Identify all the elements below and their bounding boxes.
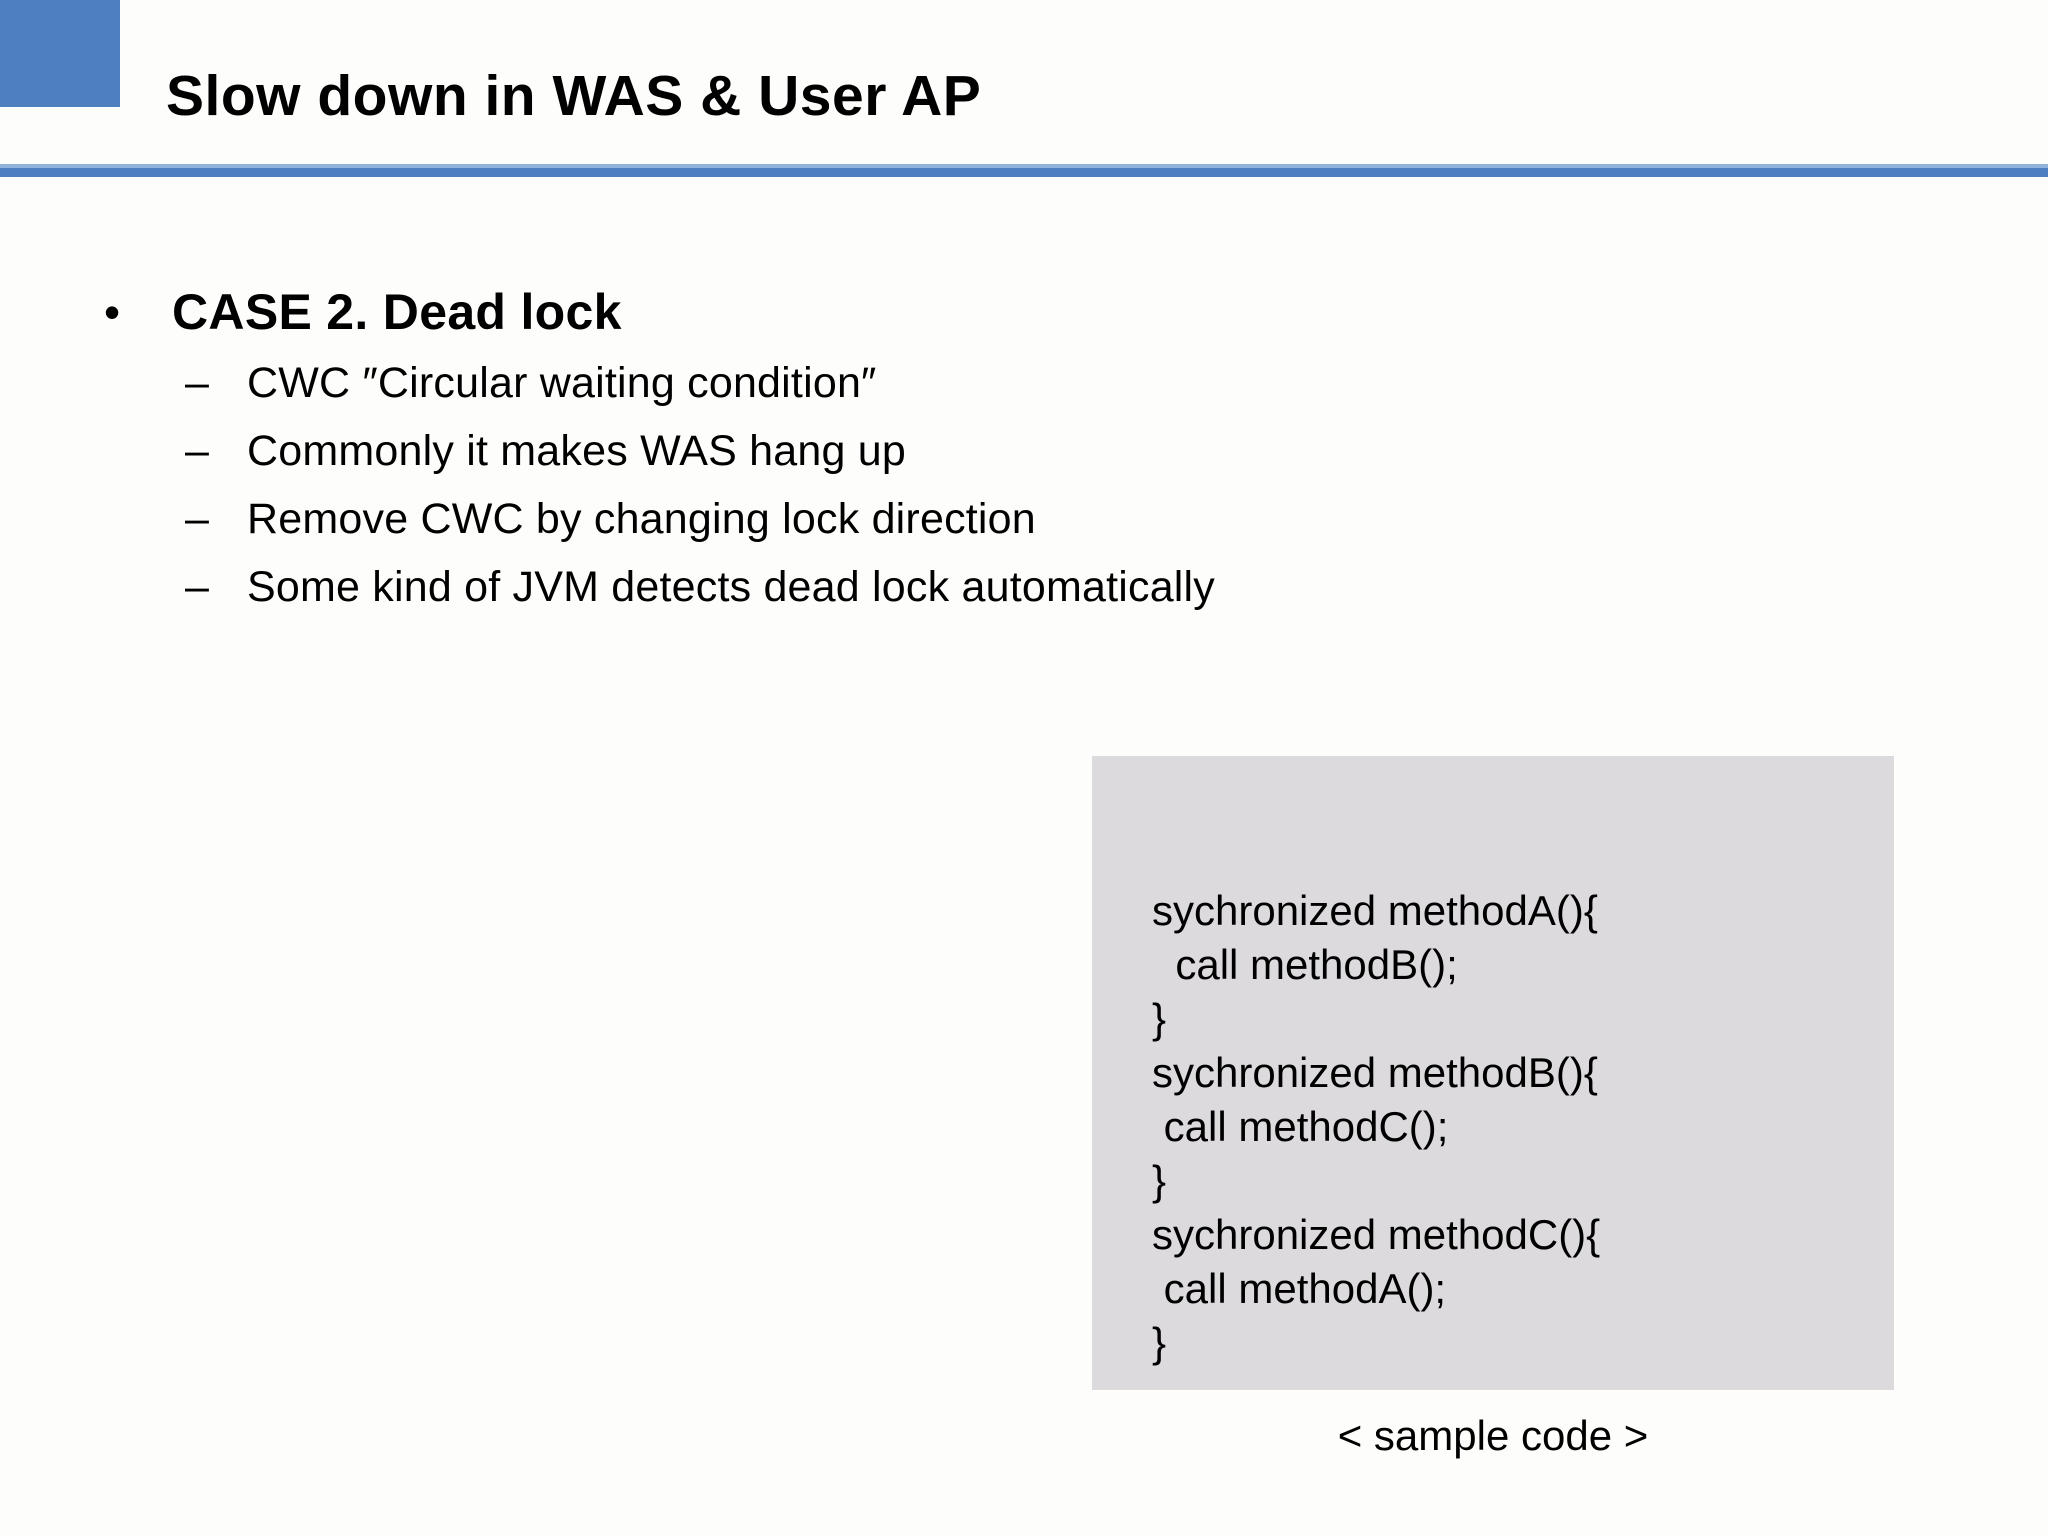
title-divider-light-stripe bbox=[0, 164, 2048, 168]
title-divider-main-stripe bbox=[0, 168, 2048, 177]
bullet-level1-label: CASE 2. Dead lock bbox=[172, 284, 622, 340]
code-sample-text: sychronized methodA(){ call methodB(); }… bbox=[1152, 887, 1601, 1366]
bullet-level2-jvm-detect: – Some kind of JVM detects dead lock aut… bbox=[0, 554, 2048, 620]
bullet-level1-case2: • CASE 2. Dead lock bbox=[0, 280, 2048, 344]
title-divider bbox=[0, 164, 2048, 177]
page-title: Slow down in WAS & User AP bbox=[166, 64, 982, 128]
body-content: • CASE 2. Dead lock – CWC ″Circular wait… bbox=[0, 280, 2048, 622]
bullet-dash-icon: – bbox=[185, 359, 209, 407]
bullet-level2-cwc: – CWC ″Circular waiting condition″ bbox=[0, 350, 2048, 416]
title-accent-block bbox=[0, 0, 120, 107]
code-sample-caption: < sample code > bbox=[1337, 1412, 1649, 1459]
bullet-level2-remove-cwc: – Remove CWC by changing lock direction bbox=[0, 486, 2048, 552]
bullet-dash-icon: – bbox=[185, 563, 209, 611]
bullet-dash-icon: – bbox=[185, 427, 209, 475]
bullet-level2-label: Remove CWC by changing lock direction bbox=[247, 495, 1036, 543]
bullet-level2-hangup: – Commonly it makes WAS hang up bbox=[0, 418, 2048, 484]
bullet-level2-label: CWC ″Circular waiting condition″ bbox=[247, 359, 877, 407]
bullet-level2-label: Commonly it makes WAS hang up bbox=[247, 427, 907, 475]
bullet-dash-icon: – bbox=[185, 495, 209, 543]
code-sample-box bbox=[1092, 756, 1894, 1390]
bullet-level2-label: Some kind of JVM detects dead lock autom… bbox=[247, 563, 1216, 611]
bullet-dot-icon: • bbox=[104, 286, 121, 338]
